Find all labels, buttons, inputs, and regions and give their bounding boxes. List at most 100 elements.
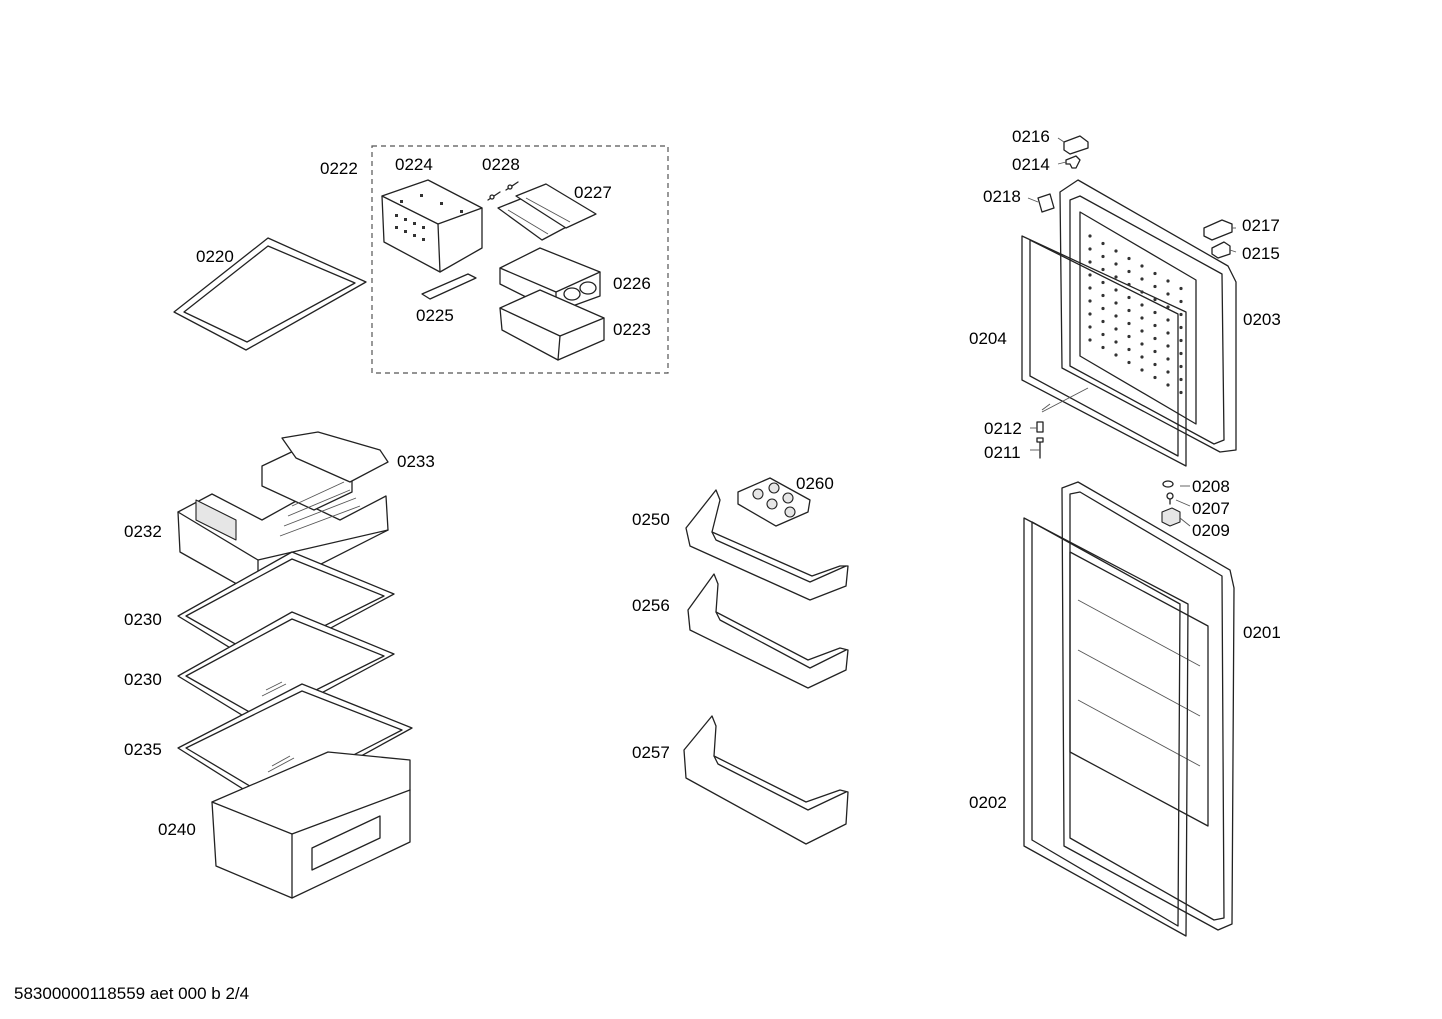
part-0204-freezer-gasket <box>1021 235 1187 467</box>
label-0214: 0214 <box>1012 155 1050 174</box>
liner-dimple <box>1127 256 1131 261</box>
liner-dimple <box>1179 325 1183 330</box>
part-0202-fridge-gasket <box>1023 517 1189 937</box>
liner-dimple <box>1088 286 1092 290</box>
label-0223: 0223 <box>613 320 651 339</box>
label-0230-upper: 0230 <box>124 610 162 629</box>
label-0232: 0232 <box>124 522 162 541</box>
liner-dimple <box>1127 269 1131 274</box>
liner-dimple <box>1153 375 1157 380</box>
liner-dimple <box>1179 364 1183 369</box>
liner-dimple <box>1166 292 1170 296</box>
liner-dimple <box>1127 308 1131 313</box>
liner-dimple <box>1114 353 1118 357</box>
part-0225-strip <box>421 273 477 300</box>
part-0230-glass-shelf-lower <box>177 611 395 727</box>
liner-dimple <box>1088 260 1092 264</box>
label-0250: 0250 <box>632 510 670 529</box>
part-0233-drawer-lid <box>279 431 389 537</box>
liner-dimple <box>1101 319 1105 324</box>
label-0203: 0203 <box>1243 310 1281 329</box>
label-0204: 0204 <box>969 329 1007 348</box>
liner-dimple <box>1114 301 1118 305</box>
liner-dimple <box>1114 249 1118 253</box>
liner-dimple <box>1101 241 1105 246</box>
liner-dimple <box>1179 299 1183 304</box>
label-0216: 0216 <box>1012 127 1050 146</box>
liner-dimple <box>1140 303 1144 307</box>
part-0209-hinge-block <box>1161 507 1181 527</box>
liner-dimple <box>1140 264 1144 268</box>
label-0208: 0208 <box>1192 477 1230 496</box>
liner-dimple <box>1166 279 1170 283</box>
label-0256: 0256 <box>632 596 670 615</box>
liner-dimple <box>1179 338 1183 343</box>
label-0207: 0207 <box>1192 499 1230 518</box>
part-0250-door-shelf <box>685 489 849 601</box>
label-0220: 0220 <box>196 247 234 266</box>
label-0211: 0211 <box>984 443 1021 462</box>
part-0212-bushing <box>1036 421 1044 433</box>
liner-dimple <box>1179 286 1183 291</box>
part-0218-plate <box>1037 193 1055 213</box>
part-0220-shelf-frame <box>173 237 367 351</box>
liner-dimple <box>1140 316 1144 320</box>
part-0215-clip <box>1211 241 1231 259</box>
liner-dimple <box>1088 325 1092 329</box>
liner-dimple <box>1101 280 1105 285</box>
liner-dimple <box>1166 370 1170 374</box>
part-0256-door-shelf <box>687 573 849 689</box>
liner-dimple <box>1153 323 1157 328</box>
liner-dimple <box>1179 390 1183 395</box>
liner-dimple <box>1101 345 1105 350</box>
label-0224: 0224 <box>395 155 433 174</box>
label-0201: 0201 <box>1243 623 1281 642</box>
liner-dimple <box>1153 336 1157 341</box>
label-0235: 0235 <box>124 740 162 759</box>
liner-dimple <box>1166 331 1170 335</box>
liner-dimple <box>1114 340 1118 344</box>
liner-dimple <box>1101 254 1105 259</box>
liner-dimple <box>1140 355 1144 359</box>
part-0207-screw <box>1166 492 1174 505</box>
liner-dimple <box>1153 284 1157 289</box>
liner-dimple <box>1153 310 1157 315</box>
liner-dimple <box>1088 312 1092 316</box>
label-0257: 0257 <box>632 743 670 762</box>
liner-dimple <box>1153 297 1157 302</box>
liner-dimple <box>1153 349 1157 354</box>
part-0235-glass-shelf <box>177 683 413 807</box>
liner-dimple <box>1140 290 1144 294</box>
part-0203-freezer-door <box>1059 179 1237 453</box>
liner-dimple <box>1088 247 1092 251</box>
liner-dimple <box>1101 267 1105 272</box>
assembly-group-frame <box>371 145 669 374</box>
part-0201-fridge-door <box>1061 481 1235 931</box>
drawing-code: 58300000118559 aet 000 b 2/4 <box>14 984 250 1003</box>
liner-dimple <box>1088 299 1092 303</box>
liner-dimple <box>1127 282 1131 287</box>
label-0233: 0233 <box>397 452 435 471</box>
label-0260: 0260 <box>796 474 834 493</box>
part-0226-tray-holder <box>499 247 601 313</box>
liner-dimple <box>1166 383 1170 387</box>
liner-dimple <box>1166 318 1170 322</box>
liner-dimple <box>1127 295 1131 300</box>
part-0227-ice-trays <box>497 183 597 241</box>
liner-dimple <box>1153 362 1157 367</box>
liner-dimple <box>1179 312 1183 317</box>
liner-dimple <box>1127 321 1131 326</box>
liner-dimple <box>1153 271 1157 276</box>
liner-dimple <box>1114 314 1118 318</box>
liner-dimple <box>1114 327 1118 331</box>
label-0215: 0215 <box>1242 244 1280 263</box>
liner-dimple <box>1101 306 1105 311</box>
label-0240: 0240 <box>158 820 196 839</box>
label-0202: 0202 <box>969 793 1007 812</box>
liner-dimple <box>1179 351 1183 356</box>
liner-dimple <box>1088 273 1092 277</box>
liner-dimple <box>1166 357 1170 361</box>
part-0228-pins <box>487 181 519 201</box>
label-0230-lower: 0230 <box>124 670 162 689</box>
liner-dimple <box>1114 275 1118 279</box>
